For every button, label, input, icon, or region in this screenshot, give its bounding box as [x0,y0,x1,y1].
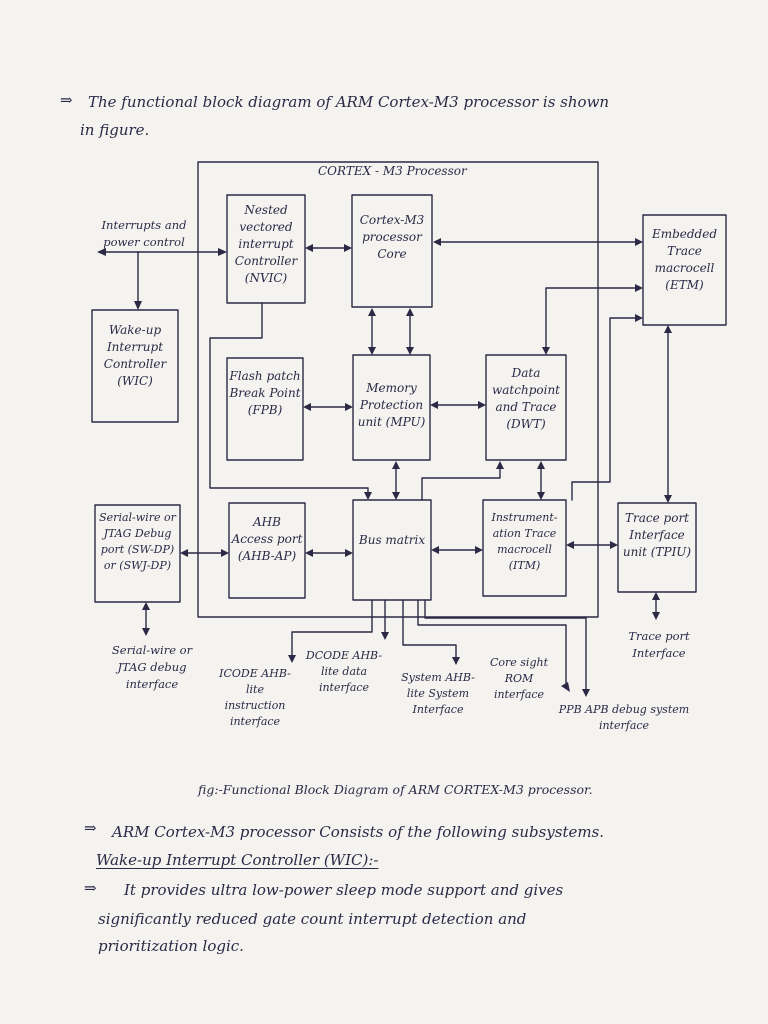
coresight-rom-label: Core sight ROM interface [489,656,548,701]
etm-box [642,214,727,326]
tpiu-label: Trace port Interface unit (TPIU) [622,511,692,559]
body-line-3: significantly reduced gate count interru… [98,910,527,928]
processor-title: CORTEX - M3 Processor [318,164,467,178]
body-line-4: prioritization logic. [98,937,244,955]
system-interface-label: System AHB-lite System Interface [401,671,475,716]
core-box [351,194,433,308]
ahbap-label: AHB Access port (AHB-AP) [231,515,303,563]
core-label: Cortex-M3 processor Core [359,213,425,261]
processor-boundary [197,161,599,618]
etm-label: Embedded Trace macrocell (ETM) [651,227,718,292]
bus-matrix-box [352,499,432,601]
itm-label: Instrument-ation Trace macrocell (ITM) [491,511,558,572]
wic-heading: Wake-up Interrupt Controller (WIC):- [96,851,379,869]
wic-label: Wake-up Interrupt Controller (WIC) [103,323,167,388]
mpu-label: Memory Protection unit (MPU) [357,381,426,429]
body-arrow-2: ⇒ [84,879,97,897]
mpu-box [352,354,431,461]
serial-wire-interface-label: Serial-wire or JTAG debug interface [111,643,193,691]
itm-box [482,499,567,597]
trace-port-interface-label: Trace port Interface [628,629,690,660]
nvic-label: Nested vectored interrupt Controller (NV… [234,203,298,285]
body-arrow-1: ⇒ [84,819,97,837]
interrupts-label: Interrupts and power control [101,218,187,249]
tpiu-box [617,502,697,593]
dwt-box [485,354,567,461]
ppb-interface-label: PPB APB debug system interface [558,703,690,732]
body-line-2: It provides ultra low-power sleep mode s… [124,881,564,899]
dcode-interface-label: DCODE AHB-lite data interface [305,649,383,694]
swjdp-box [94,504,181,603]
figure-caption: fig:-Functional Block Diagram of ARM COR… [198,782,593,797]
fpb-label: Flash patch Break Point (FPB) [229,369,301,417]
intro-line-1: The functional block diagram of ARM Cort… [88,93,610,111]
bus-matrix-label: Bus matrix [358,533,426,547]
swjdp-label: Serial-wire or JTAG Debug port (SW-DP) o… [99,511,176,572]
fpb-box [226,357,304,461]
body-line-1: ARM Cortex-M3 processor Consists of the … [112,823,605,841]
icode-interface-label: ICODE AHB-lite instruction interface [219,667,291,728]
ahbap-box [228,502,306,599]
intro-line-2: in figure. [80,121,150,139]
wic-box [91,309,179,423]
intro-arrow: ⇒ [60,91,73,109]
dwt-label: Data watchpoint and Trace (DWT) [492,366,560,431]
nvic-box [226,194,306,304]
